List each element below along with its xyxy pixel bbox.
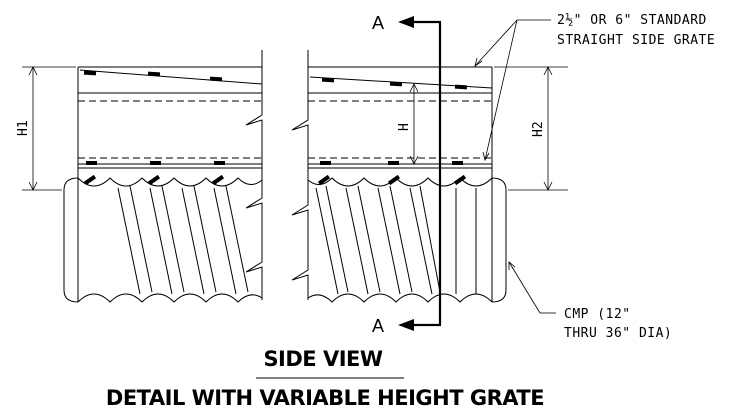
dim-h2-label: H2 [531,121,546,137]
title-side-view: SIDE VIEW [263,347,382,371]
dimension-h: H [397,83,419,165]
grate-note: 2½" OR 6" STANDARD STRAIGHT SIDE GRATE [474,13,715,162]
title-block: SIDE VIEW DETAIL WITH VARIABLE HEIGHT GR… [106,347,545,410]
section-label-top: A [372,13,384,33]
dim-h-label: H [397,123,412,131]
dimension-h2: H2 [494,66,568,191]
left-grate [77,66,263,190]
dim-h1-label: H1 [16,120,31,136]
dimension-h1: H1 [16,66,76,191]
right-grate [308,66,493,190]
title-detail: DETAIL WITH VARIABLE HEIGHT GRATE [106,386,544,410]
grate-note-line1: 2½" OR 6" STANDARD [557,13,707,28]
section-label-bottom: A [372,316,384,336]
cmp-note-line1: CMP (12" [564,307,631,322]
cmp-note: CMP (12" THRU 36" DIA) [508,261,672,341]
left-pipe [63,174,263,303]
right-pipe [307,174,507,303]
break-lines [245,50,309,300]
section-line-a: A A [372,13,442,336]
grate-note-line2: STRAIGHT SIDE GRATE [557,33,715,48]
cmp-note-line2: THRU 36" DIA) [564,326,672,341]
